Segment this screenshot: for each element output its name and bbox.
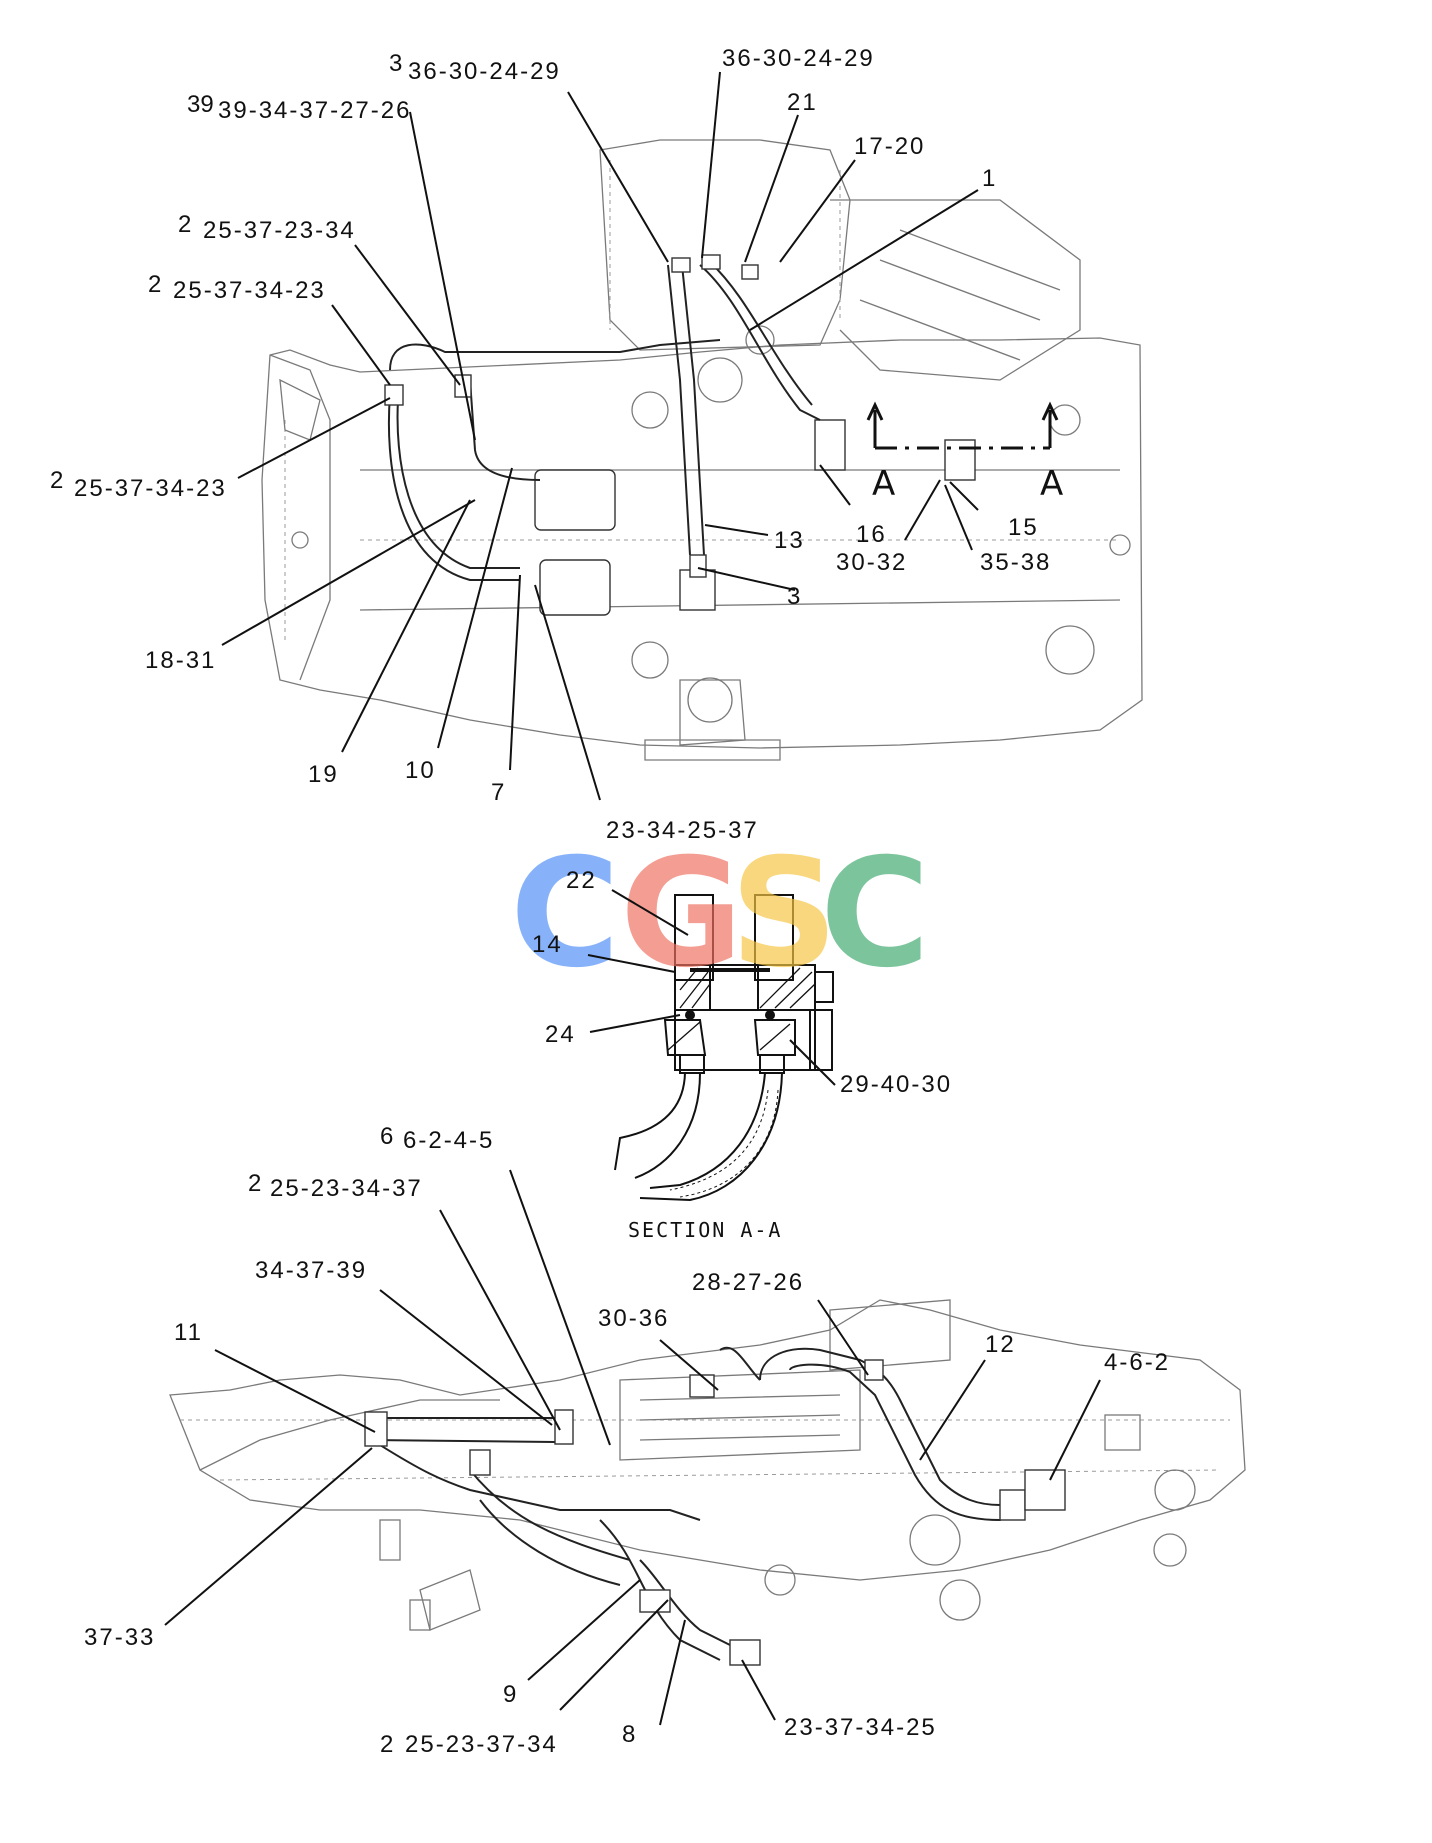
watermark-letter: C [820,827,930,1001]
part-callout: 8 [622,1721,637,1748]
part-callout: 12 [985,1331,1016,1358]
part-callout: 19 [308,761,339,788]
part-callout: 25-23-34-37 [270,1175,423,1202]
section-cut-line: A A [866,401,1063,504]
section-mark-right: A [1040,464,1063,504]
part-callout: 29-40-30 [840,1071,952,1098]
part-callout: 7 [491,779,506,806]
top-view-leaders [221,71,979,801]
bottom-view-labels: 6 6-2-4-5 2 25-23-34-37 34-37-39 28-27-2… [84,1123,1170,1758]
label-prefix: 2 [50,467,63,494]
part-callout: 39-34-37-27-26 [218,97,411,124]
bottom-view-leaders [164,1169,1101,1726]
part-callout: 24 [545,1021,576,1048]
part-callout: 36-30-24-29 [722,45,875,72]
watermark-letter: G [620,827,743,1001]
section-mark-left: A [872,464,895,504]
label-prefix: 2 [148,271,161,298]
part-callout: 23-37-34-25 [784,1714,937,1741]
part-callout: 25-37-23-34 [203,217,356,244]
label-prefix: 2 [380,1731,393,1758]
label-prefix: 39 [187,91,214,118]
part-callout: 22 [566,867,597,894]
part-callout: 37-33 [84,1624,155,1651]
section-aa-leaders [587,889,836,1086]
part-callout: 36-30-24-29 [408,58,561,85]
part-callout: 18-31 [145,647,216,674]
part-callout: 30-36 [598,1305,669,1332]
part-callout: 25-23-37-34 [405,1731,558,1758]
part-callout: 15 [1008,514,1039,541]
part-callout: 13 [774,527,805,554]
watermark-letter: C [510,827,620,1001]
label-prefix: 2 [248,1170,261,1197]
part-callout: 9 [503,1681,518,1708]
section-title: SECTION A-A [628,1218,782,1242]
part-callout: 4-6-2 [1104,1349,1170,1376]
part-callout: 16 [856,521,887,548]
part-callout: 17-20 [854,133,925,160]
section-aa-drawing [614,894,834,1202]
part-callout: 30-32 [836,549,907,576]
part-callout: 25-37-34-23 [173,277,326,304]
label-prefix: 3 [389,50,402,77]
part-callout: 23-34-25-37 [606,817,759,844]
part-callout: 34-37-39 [255,1257,367,1284]
part-callout: 25-37-34-23 [74,475,227,502]
section-aa-labels: 22 14 24 29-40-30 SECTION A-A [532,867,952,1242]
watermark-letter: S [730,827,838,1001]
top-view-labels: 3 36-30-24-29 36-30-24-29 39 39-34-37-27… [50,45,1051,844]
part-callout: 14 [532,931,563,958]
part-callout: 35-38 [980,549,1051,576]
watermark-logo: C G S C [510,827,930,1001]
part-callout: 11 [174,1319,203,1346]
label-prefix: 2 [178,211,191,238]
part-callout: 3 [787,583,802,610]
top-view-machine [261,139,1143,761]
part-callout: 1 [982,165,997,192]
part-callout: 6-2-4-5 [403,1127,494,1154]
part-callout: 10 [405,757,436,784]
label-prefix: 6 [380,1123,393,1150]
part-callout: 21 [787,89,818,116]
part-callout: 28-27-26 [692,1269,804,1296]
